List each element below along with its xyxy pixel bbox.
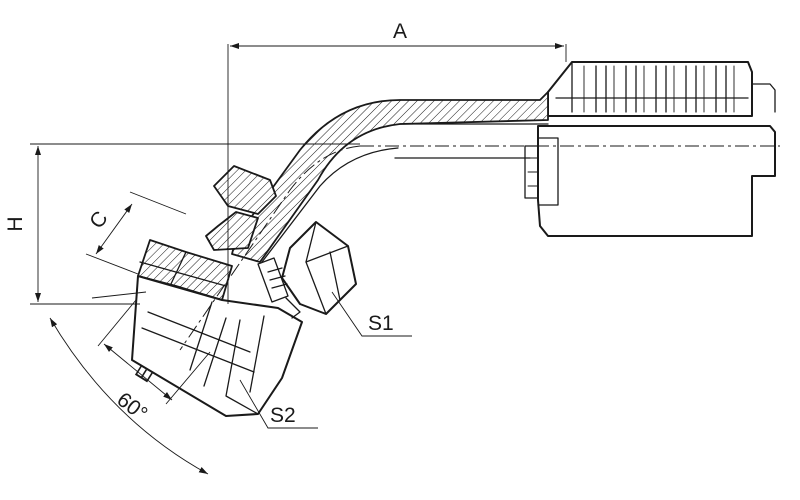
bent-tube: [231, 91, 549, 263]
dimension-a: A: [227, 20, 567, 304]
label-s2: S2: [270, 404, 296, 427]
label-angle: 60°: [112, 388, 151, 426]
label-s1: S1: [368, 312, 394, 335]
hose-insert: [524, 125, 776, 237]
label-h: H: [4, 216, 27, 231]
hex-nut-s1: [281, 221, 357, 315]
ferrule: [547, 61, 776, 117]
leader-s2: S2: [239, 379, 318, 429]
leader-s1: S1: [331, 291, 412, 337]
tube-collar: [205, 165, 277, 251]
centerline: [179, 145, 780, 351]
dimension-h: H: [4, 143, 360, 305]
ferrule-ribs: [571, 61, 735, 113]
label-a: A: [393, 20, 407, 43]
seal-washers: [257, 257, 301, 319]
label-c: C: [85, 207, 112, 233]
